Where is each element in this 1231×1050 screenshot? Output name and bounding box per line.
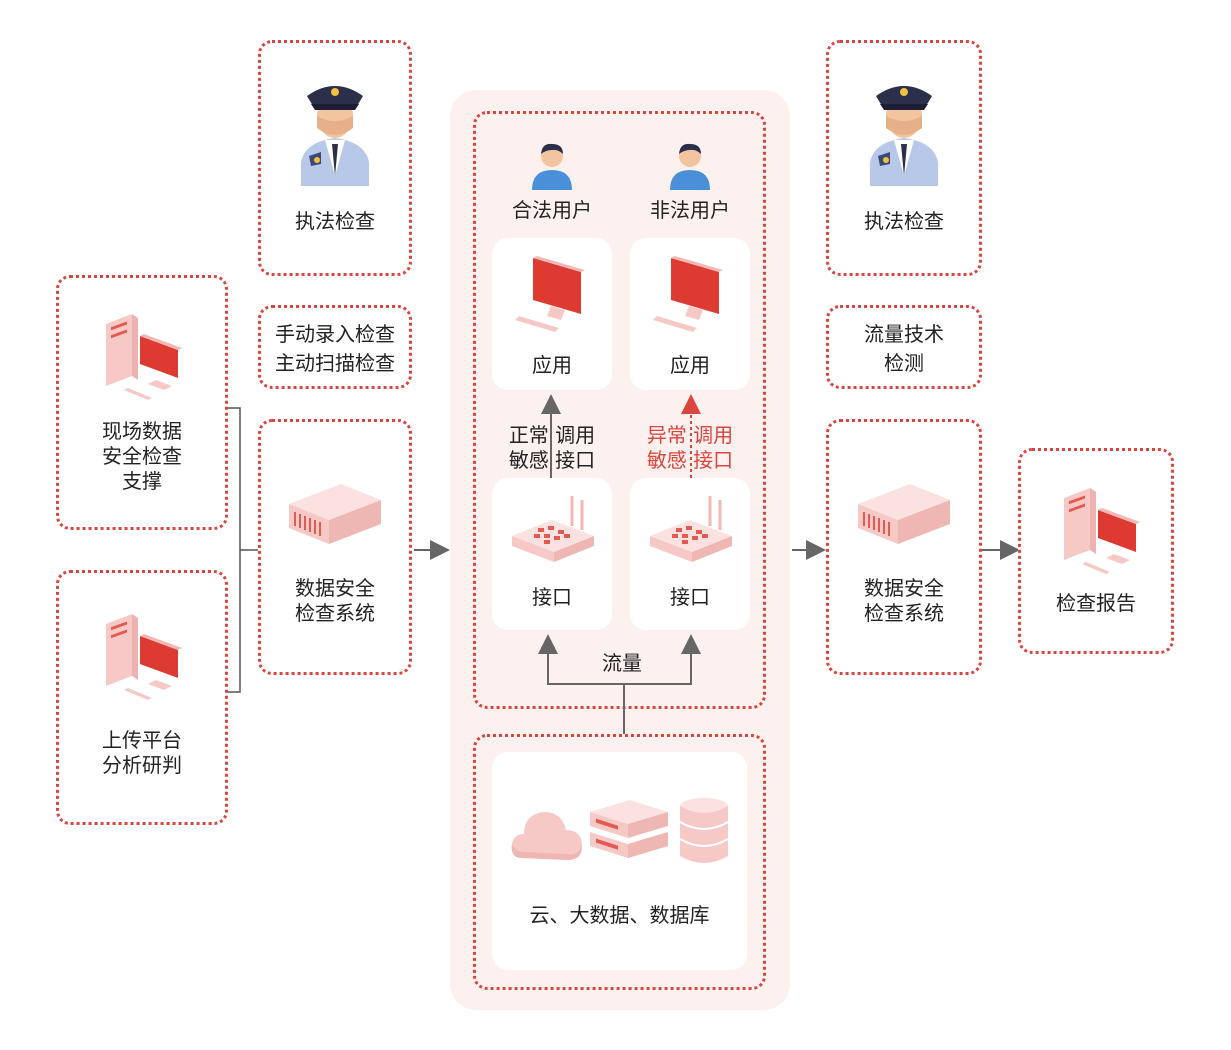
officer-box-left (258, 40, 412, 276)
field-support-line3: 支撑 (122, 469, 162, 493)
traffic-tech-box (826, 305, 982, 389)
data-sources-box (473, 734, 766, 990)
cloud-icon (511, 812, 582, 860)
left-bracket (228, 407, 241, 693)
security-system-right-line1: 数据安全 (864, 576, 944, 600)
field-support-box (56, 275, 228, 530)
router-icon (512, 496, 594, 562)
abnormal-call-line1: 异常 调用 (646, 423, 734, 447)
illegal-user-label: 非法用户 (650, 198, 730, 222)
data-sources-label: 云、大数据、数据库 (529, 903, 710, 927)
server-stack-icon (590, 800, 668, 858)
security-system-box-left (258, 419, 412, 675)
app-label-legal: 应用 (532, 353, 572, 377)
normal-call-line2: 敏感 接口 (508, 448, 596, 472)
legal-user-label: 合法用户 (512, 198, 592, 222)
desktop-computer-icon (106, 614, 182, 700)
field-support-line1: 现场数据 (102, 419, 182, 443)
police-officer-icon (870, 86, 938, 186)
desktop-computer-icon (106, 314, 182, 400)
traffic-tech-line1: 流量技术 (864, 322, 944, 346)
database-icon (679, 798, 729, 863)
normal-call-line1: 正常 调用 (508, 423, 596, 447)
check-methods-box (258, 305, 412, 389)
security-system-left-line2: 检查系统 (295, 601, 375, 625)
illegal-user-icon (670, 143, 710, 190)
monitor-icon (653, 256, 723, 332)
router-icon (650, 496, 732, 562)
app-label-illegal: 应用 (670, 353, 710, 377)
server-rack-icon (289, 484, 381, 544)
monitor-icon (515, 256, 585, 332)
server-rack-icon (858, 484, 950, 544)
law-enforcement-label-left: 执法检查 (295, 209, 375, 233)
abnormal-call-line2: 敏感 接口 (646, 448, 734, 472)
active-scan-label: 主动扫描检查 (275, 351, 395, 375)
security-system-box-right (826, 419, 982, 675)
interface-label-legal: 接口 (532, 585, 572, 609)
legal-user-icon (532, 143, 572, 190)
police-officer-icon (301, 86, 369, 186)
security-system-right-line2: 检查系统 (864, 601, 944, 625)
field-support-line2: 安全检查 (102, 444, 182, 468)
traffic-label: 流量 (602, 651, 642, 675)
interface-label-illegal: 接口 (670, 585, 710, 609)
report-label: 检查报告 (1056, 591, 1136, 615)
upload-platform-line1: 上传平台 (102, 728, 182, 752)
manual-check-label: 手动录入检查 (275, 322, 395, 346)
law-enforcement-label-right: 执法检查 (864, 209, 944, 233)
upload-platform-line2: 分析研判 (102, 753, 182, 777)
desktop-computer-icon (1064, 488, 1140, 574)
security-system-left-line1: 数据安全 (295, 576, 375, 600)
traffic-tech-line2: 检测 (884, 351, 924, 375)
